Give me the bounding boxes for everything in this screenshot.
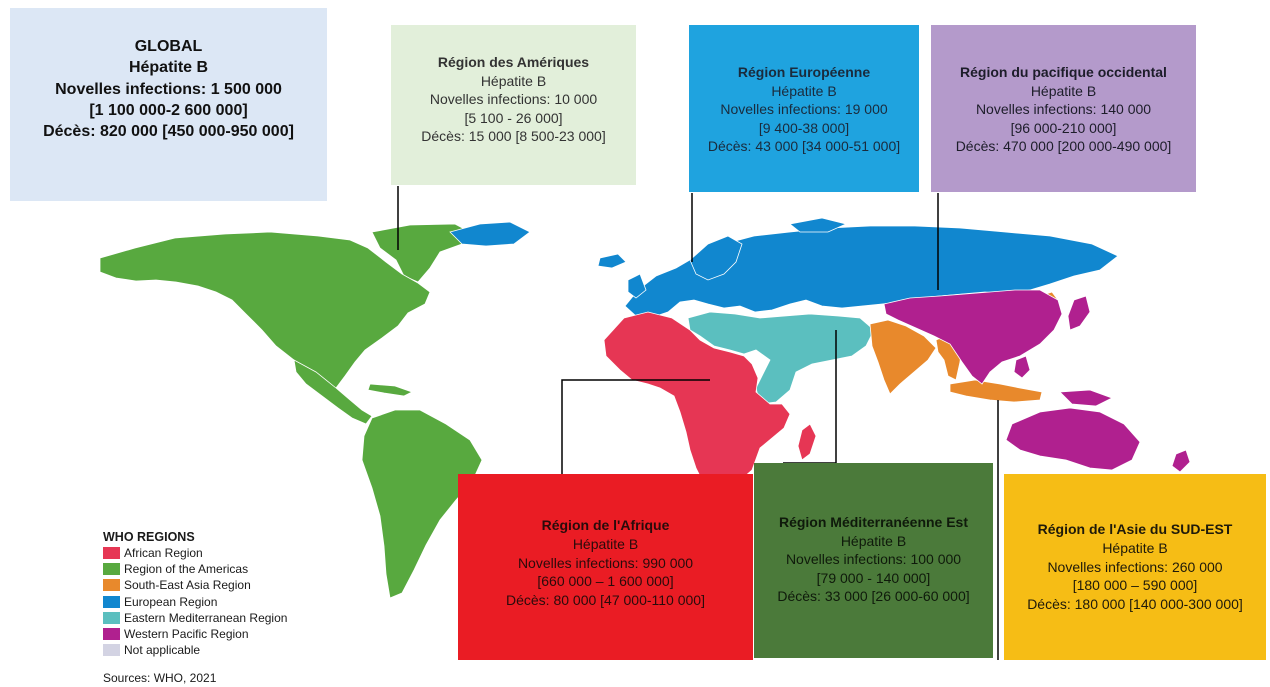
box-sea-line-3: Novelles infections: 260 000: [1047, 558, 1223, 575]
map-region-americas: [361, 409, 483, 599]
map-region-americas: [293, 359, 373, 425]
box-europe-line-5: Décès: 43 000 [34 000-51 000]: [707, 138, 901, 155]
box-global-line-2: Hépatite B: [128, 59, 209, 77]
info-box-africa: Région de l'Afrique Hépatite B Novelles …: [458, 474, 753, 660]
map-region-europe: [627, 273, 647, 299]
box-europe-line-3: Novelles infections: 19 000: [720, 101, 888, 118]
legend-swatch: [103, 595, 120, 608]
map-region-westpac: [1005, 407, 1141, 471]
box-africa-line-3: Novelles infections: 990 000: [517, 554, 694, 571]
map-region-sea: [869, 319, 937, 395]
box-global-line-4: [1 100 000-2 600 000]: [89, 101, 248, 119]
legend-item-eastern-mediterranean: Eastern Mediterranean Region: [103, 610, 287, 626]
legend-label: African Region: [124, 546, 203, 561]
info-box-americas: Région des Amériques Hépatite B Novelles…: [391, 25, 636, 185]
info-box-sea: Région de l'Asie du SUD-EST Hépatite B N…: [1004, 474, 1266, 660]
legend-swatch: [103, 628, 120, 641]
box-westpac-line-5: Décès: 470 000 [200 000-490 000]: [955, 138, 1172, 155]
box-global-line-1: GLOBAL: [134, 38, 203, 55]
info-box-global: GLOBAL Hépatite B Novelles infections: 1…: [10, 8, 327, 201]
map-region-westpac: [1013, 355, 1031, 379]
legend-swatch: [103, 611, 120, 624]
box-westpac-line-3: Novelles infections: 140 000: [975, 101, 1152, 118]
legend-swatch: [103, 547, 120, 560]
legend-item-european: European Region: [103, 594, 287, 610]
map-region-europe: [449, 221, 531, 247]
map-region-americas: [371, 223, 471, 283]
legend-label: European Region: [124, 594, 218, 609]
box-americas-title: Région des Amériques: [437, 54, 590, 70]
box-sea-title: Région de l'Asie du SUD-EST: [1037, 521, 1233, 538]
box-sea-line-5: Décès: 180 000 [140 000-300 000]: [1027, 595, 1243, 612]
legend-item-african: African Region: [103, 545, 287, 561]
legend-item-not-applicable: Not applicable: [103, 642, 287, 658]
info-box-europe: Région Européenne Hépatite B Novelles in…: [689, 25, 919, 192]
box-emed-line-4: [79 000 - 140 000]: [816, 569, 931, 586]
box-sea-line-2: Hépatite B: [1102, 540, 1168, 557]
map-region-westpac: [1067, 295, 1091, 331]
box-global-line-5: Décès: 820 000 [450 000-950 000]: [43, 123, 294, 141]
legend-swatch: [103, 644, 120, 657]
map-region-westpac: [1059, 389, 1114, 407]
map-region-americas: [367, 383, 414, 397]
map-region-africa: [797, 423, 817, 461]
legend-swatch: [103, 563, 120, 576]
box-westpac-title: Région du pacifique occidental: [960, 64, 1167, 80]
map-region-emed: [687, 311, 875, 405]
box-sea-line-4: [180 000 – 590 000]: [1072, 577, 1198, 594]
map-region-westpac: [1171, 449, 1191, 473]
box-africa-line-2: Hépatite B: [572, 536, 639, 553]
legend-label: Eastern Mediterranean Region: [124, 610, 288, 625]
box-americas-line-5: Décès: 15 000 [8 500-23 000]: [421, 128, 606, 145]
legend-swatch: [103, 579, 120, 592]
box-emed-line-3: Novelles infections: 100 000: [785, 551, 962, 568]
leader-line-africa: [561, 379, 710, 474]
box-africa-line-4: [660 000 – 1 600 000]: [537, 573, 674, 590]
sources-note: Sources: WHO, 2021: [103, 671, 217, 685]
map-region-westpac: [883, 289, 1063, 385]
legend-label: South-East Asia Region: [124, 578, 251, 593]
map-legend: WHO REGIONS African Region Region of the…: [103, 530, 287, 658]
box-americas-line-3: Novelles infections: 10 000: [429, 91, 598, 108]
box-westpac-line-4: [96 000-210 000]: [1010, 119, 1117, 136]
box-emed-line-5: Décès: 33 000 [26 000-60 000]: [777, 588, 970, 605]
legend-label: Not applicable: [124, 643, 201, 658]
box-westpac-line-2: Hépatite B: [1030, 82, 1097, 99]
box-africa-line-5: Décès: 80 000 [47 000-110 000]: [505, 591, 705, 608]
box-global-line-3: Novelles infections: 1 500 000: [55, 80, 282, 98]
map-region-africa: [603, 311, 791, 491]
box-americas-line-2: Hépatite B: [480, 72, 547, 89]
info-box-westpac: Région du pacifique occidental Hépatite …: [931, 25, 1196, 192]
box-africa-title: Région de l'Afrique: [541, 517, 670, 534]
box-europe-title: Région Européenne: [737, 64, 871, 80]
box-europe-line-4: [9 400-38 000]: [758, 119, 850, 136]
legend-label: Region of the Americas: [124, 562, 249, 577]
map-region-europe: [789, 217, 848, 233]
legend-item-south-east-asia: South-East Asia Region: [103, 577, 287, 593]
legend-title: WHO REGIONS: [103, 530, 195, 544]
legend-item-americas: Region of the Americas: [103, 561, 287, 577]
legend-label: Western Pacific Region: [124, 627, 249, 642]
box-emed-title: Région Méditerranéenne Est: [778, 514, 969, 530]
box-emed-line-2: Hépatite B: [840, 532, 907, 549]
map-region-americas: [99, 231, 431, 389]
map-region-europe: [597, 253, 627, 269]
legend-item-western-pacific: Western Pacific Region: [103, 626, 287, 642]
info-box-emed: Région Méditerranéenne Est Hépatite B No…: [754, 463, 993, 658]
box-americas-line-4: [5 100 - 26 000]: [464, 109, 563, 126]
map-region-europe: [689, 235, 743, 281]
box-europe-line-2: Hépatite B: [771, 82, 837, 99]
map-region-sea: [949, 379, 1043, 403]
